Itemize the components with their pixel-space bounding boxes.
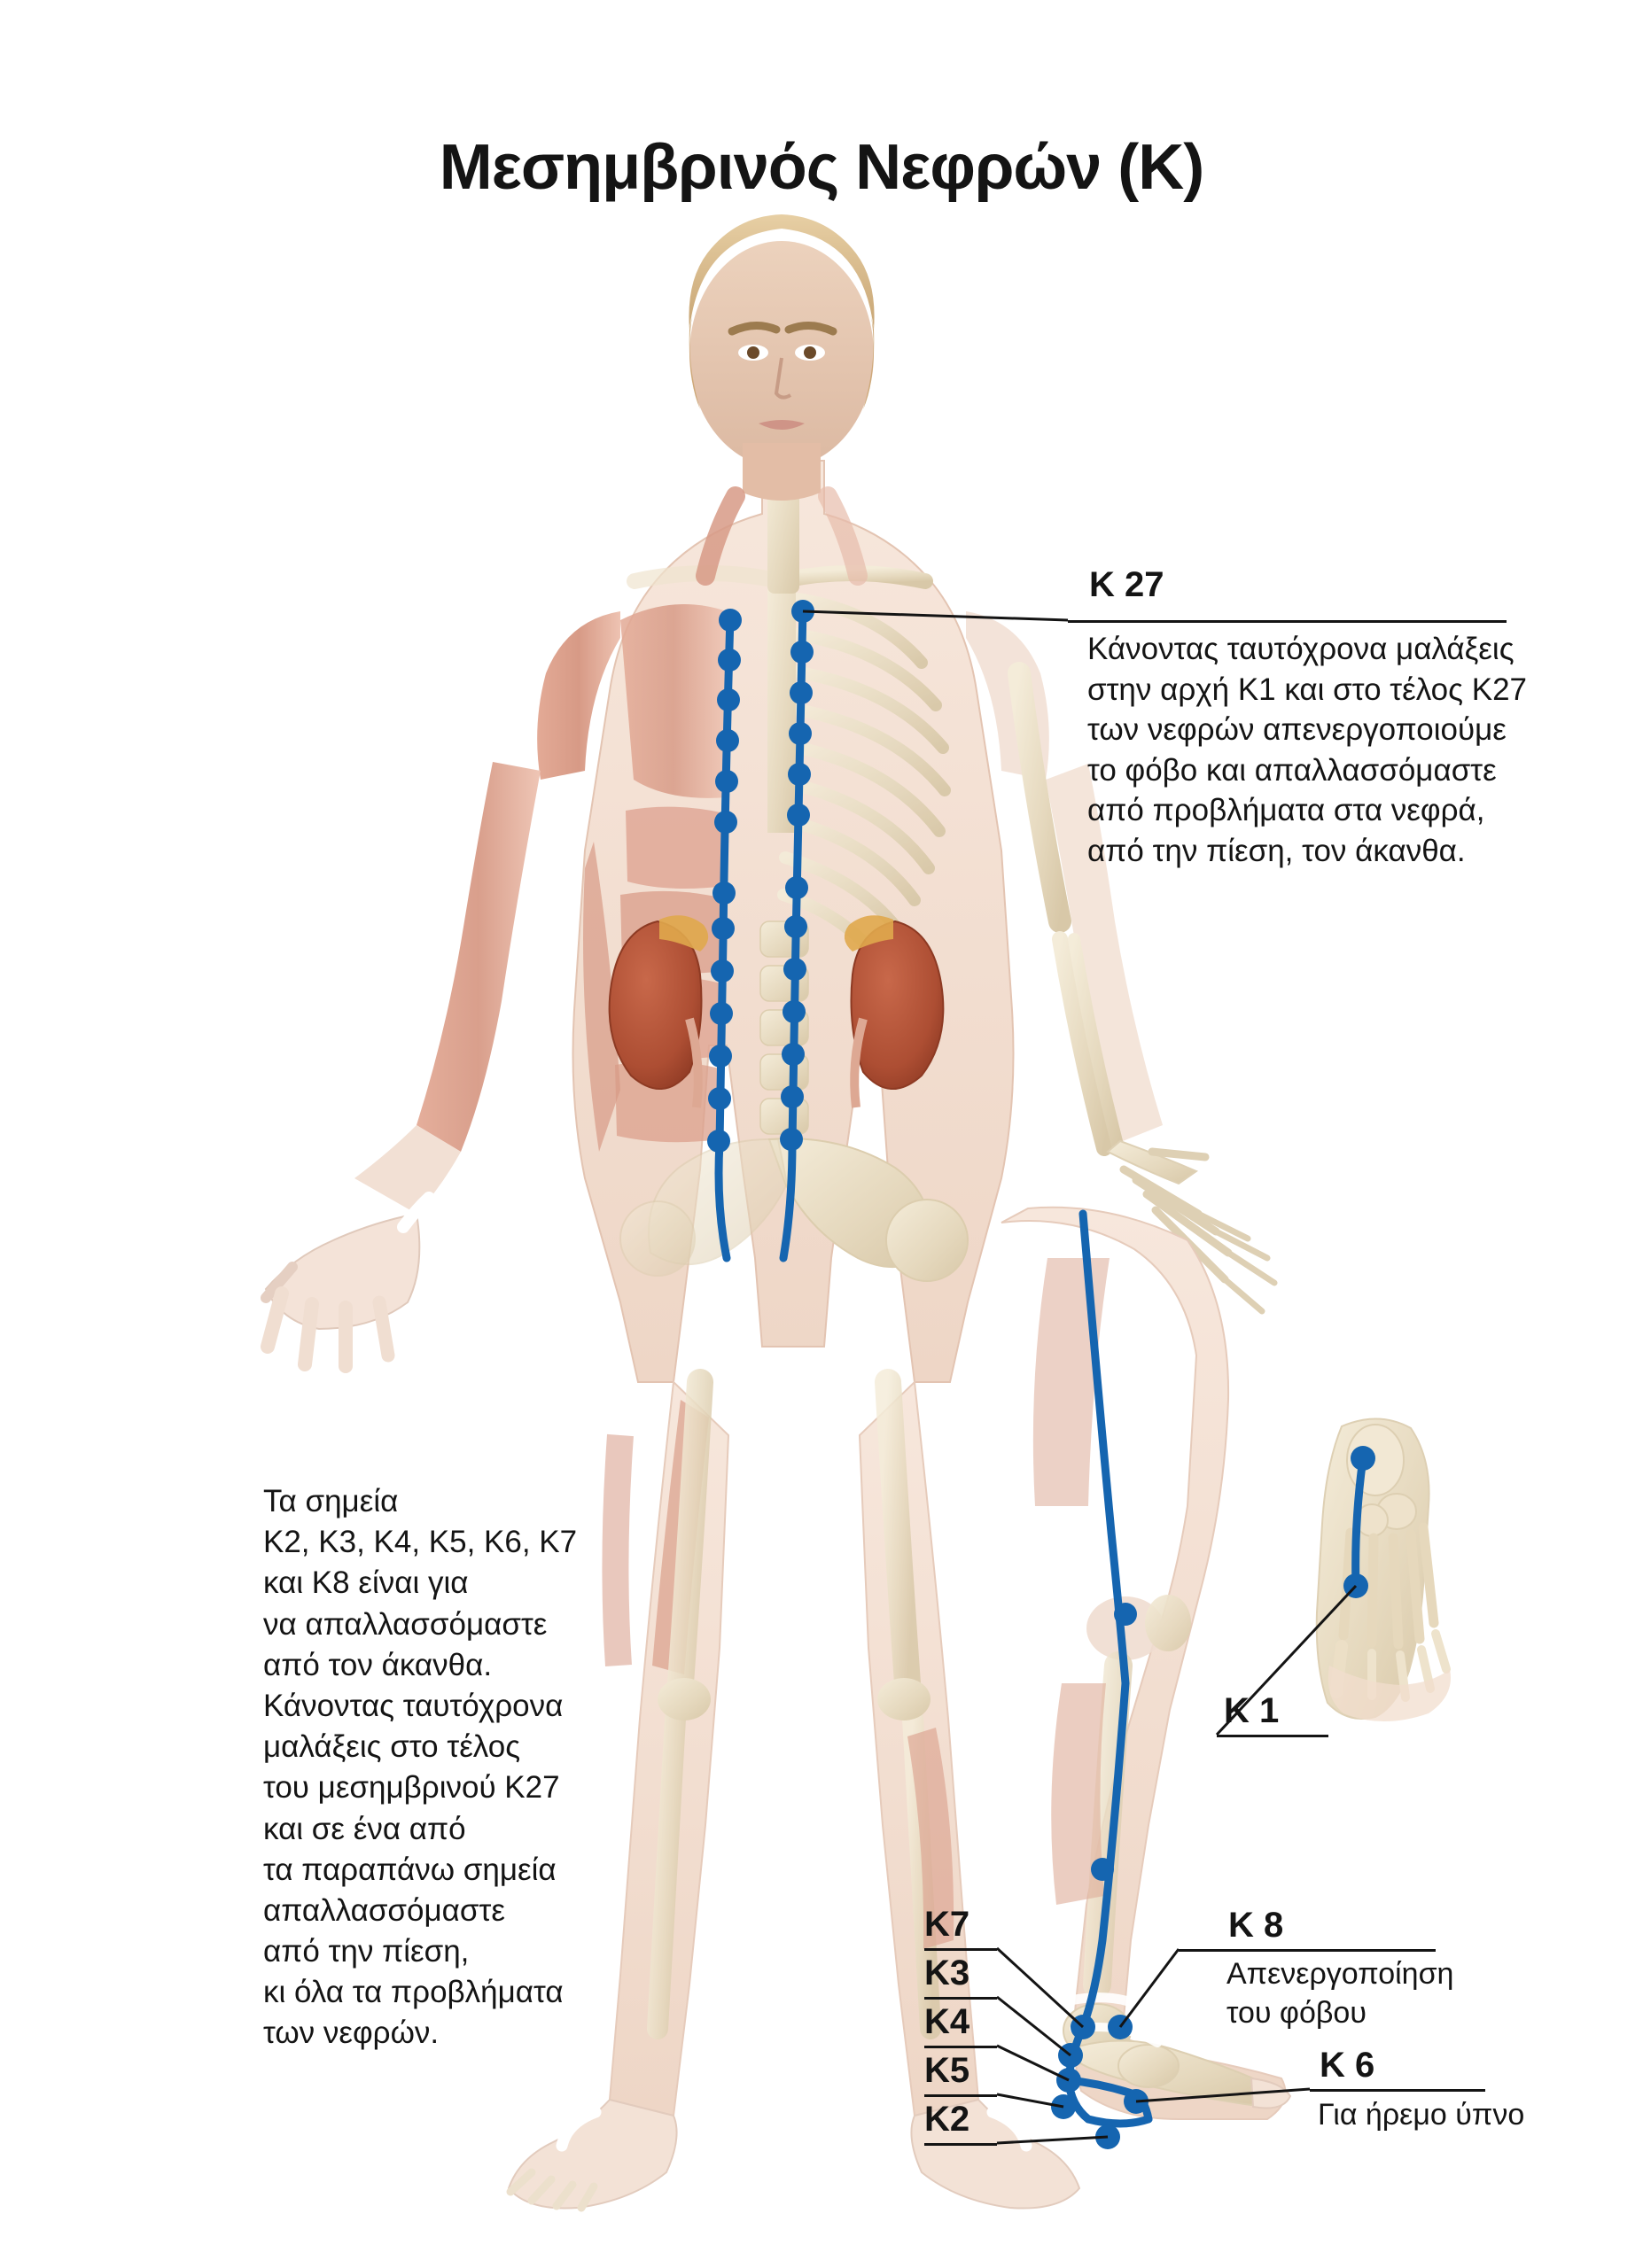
- point-label-k4: K4: [924, 2002, 970, 2041]
- meridian-point-group-left: [707, 609, 742, 1153]
- left-foot: [506, 2098, 678, 2212]
- pelvis: [619, 1138, 969, 1282]
- k6-body-text: Για ήρεμο ύπνο: [1318, 2098, 1525, 2132]
- k27-rule: [1068, 620, 1507, 623]
- point-label-k3: K3: [924, 1953, 970, 1992]
- point-label-k7: K7: [924, 1905, 970, 1944]
- k27-body-text: Κάνοντας ταυτόχρονα μαλάξεις στην αρχή Κ…: [1087, 632, 1528, 868]
- point-label-k5: K5: [924, 2051, 970, 2090]
- left-hand: [261, 1192, 435, 1373]
- meridian-point-group-right: [780, 600, 814, 1151]
- k8-rule: [1179, 1949, 1436, 1952]
- meridian-point-knee: [1114, 1603, 1137, 1626]
- leader-lines: [802, 610, 1358, 2145]
- k1-rule: [1217, 1735, 1328, 1737]
- left-explanatory-note: Τα σημεία Κ2, Κ3, Κ4, Κ5, Κ6, Κ7 και Κ8 …: [263, 1484, 578, 2051]
- head: [689, 214, 875, 501]
- right-hand-skeleton: [1106, 1139, 1278, 1315]
- k8-body-text: Απενεργοποίηση του φόβου: [1226, 1957, 1454, 2030]
- point-rule-k5: [924, 2094, 997, 2097]
- k27-label: K 27: [1089, 565, 1164, 604]
- point-rule-k7: [924, 1948, 997, 1951]
- kidney-meridian: [707, 600, 1375, 2149]
- point-rule-k2: [924, 2143, 997, 2146]
- k1-label: K 1: [1224, 1691, 1280, 1730]
- meridian-point-inset-top: [1351, 1446, 1375, 1471]
- foot-skeleton-inset: [1315, 1418, 1451, 1721]
- point-rule-k4: [924, 2046, 997, 2048]
- point-label-k2: K2: [924, 2100, 970, 2139]
- kidneys: [608, 915, 945, 1108]
- k6-rule: [1310, 2089, 1485, 2092]
- point-rule-k3: [924, 1997, 997, 2000]
- k8-label: K 8: [1228, 1906, 1284, 1945]
- k6-label: K 6: [1320, 2046, 1375, 2085]
- meridian-point-calf: [1091, 1858, 1114, 1881]
- page-title: Μεσημβρινός Νεφρών (Κ): [439, 132, 1204, 203]
- rib-cage: [777, 593, 951, 961]
